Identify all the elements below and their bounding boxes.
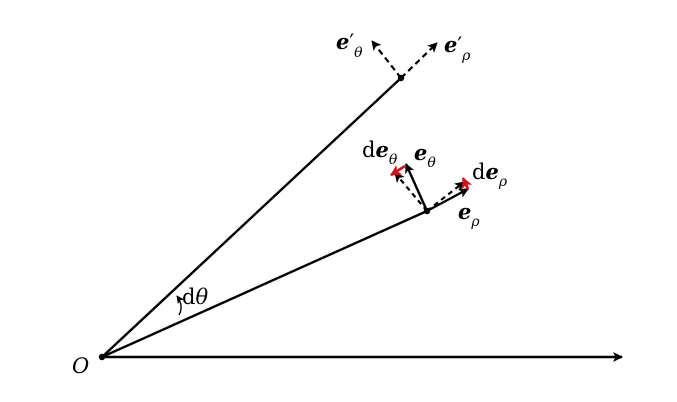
e-rho-prime-arrow xyxy=(400,42,438,79)
e-theta-prime-arrow xyxy=(371,40,402,79)
de-theta-arrow xyxy=(390,164,406,177)
origin-point xyxy=(98,353,106,361)
radial-line-upper xyxy=(101,77,402,358)
e-rho-dashed-arrow xyxy=(426,181,465,212)
de-theta-label: deθ xyxy=(362,137,398,168)
angle-arc xyxy=(176,295,185,316)
origin-label: O xyxy=(72,354,89,378)
e-theta-arrow xyxy=(404,163,429,212)
e-rho-prime-label: e′ρ xyxy=(444,32,471,64)
e-rho-label: eρ xyxy=(458,199,480,230)
de-rho-label: deρ xyxy=(472,159,508,190)
e-theta-prime-label: e′θ xyxy=(336,29,363,61)
radial-line-lower xyxy=(101,209,428,359)
e-theta-label: eθ xyxy=(414,140,436,171)
e-rho-arrow xyxy=(426,187,469,213)
de-rho-arrow xyxy=(461,176,473,190)
angle-label: dθ xyxy=(182,285,208,309)
e-theta-dashed-arrow xyxy=(394,172,428,212)
